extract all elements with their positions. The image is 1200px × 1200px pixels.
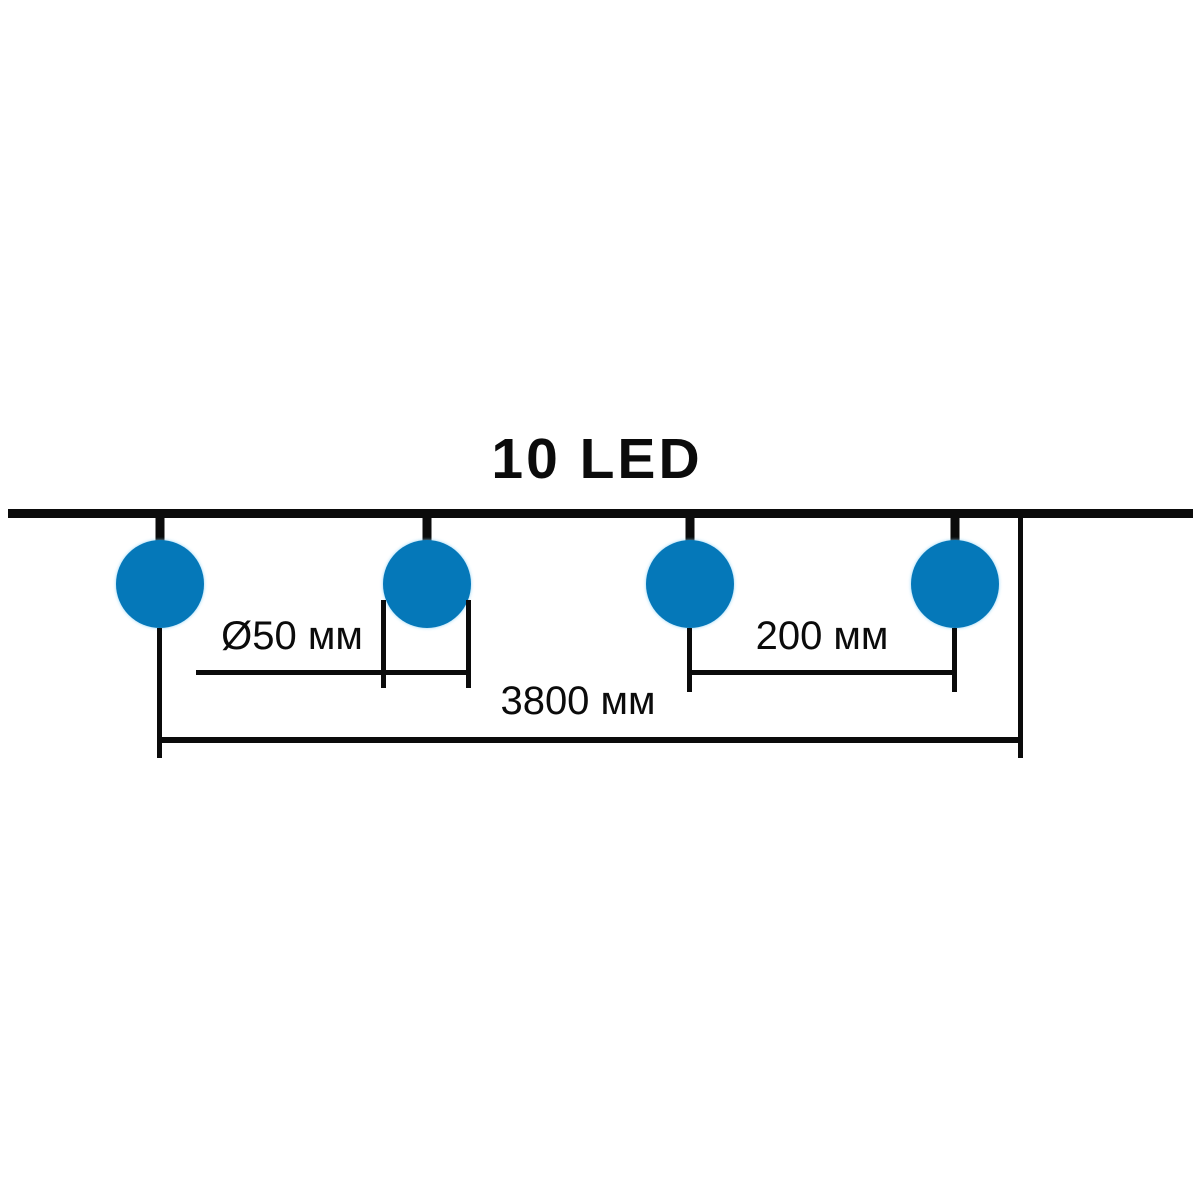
dimension-label-spacing: 200 мм [755,614,889,658]
bulb-stem [685,510,695,544]
dimension-tick [1018,513,1023,758]
led-bulb-group [383,510,471,632]
dimension-label-diameter: Ø50 мм [221,614,363,658]
dimension-line [157,737,1023,743]
bulb-stem [155,510,165,544]
dimension-tick [687,628,692,692]
dimension-tick [381,600,386,688]
dimension-tick [952,628,957,692]
dimension-tick [157,628,162,758]
dimension-tick [466,600,471,688]
dimension-line [689,670,956,675]
bulb-stem [950,510,960,544]
bulb-stem [422,510,432,544]
dimension-line [196,670,471,675]
led-bulb [116,540,204,628]
diagram-title: 10 LED [491,427,703,491]
led-bulb-group [116,510,204,632]
led-bulb-group [911,510,999,632]
led-bulb [911,540,999,628]
led-bulb-group [646,510,734,632]
led-bulb [646,540,734,628]
wire-line [8,509,1193,518]
dimension-label-total-length: 3800 мм [500,679,656,723]
led-bulb [383,540,471,628]
